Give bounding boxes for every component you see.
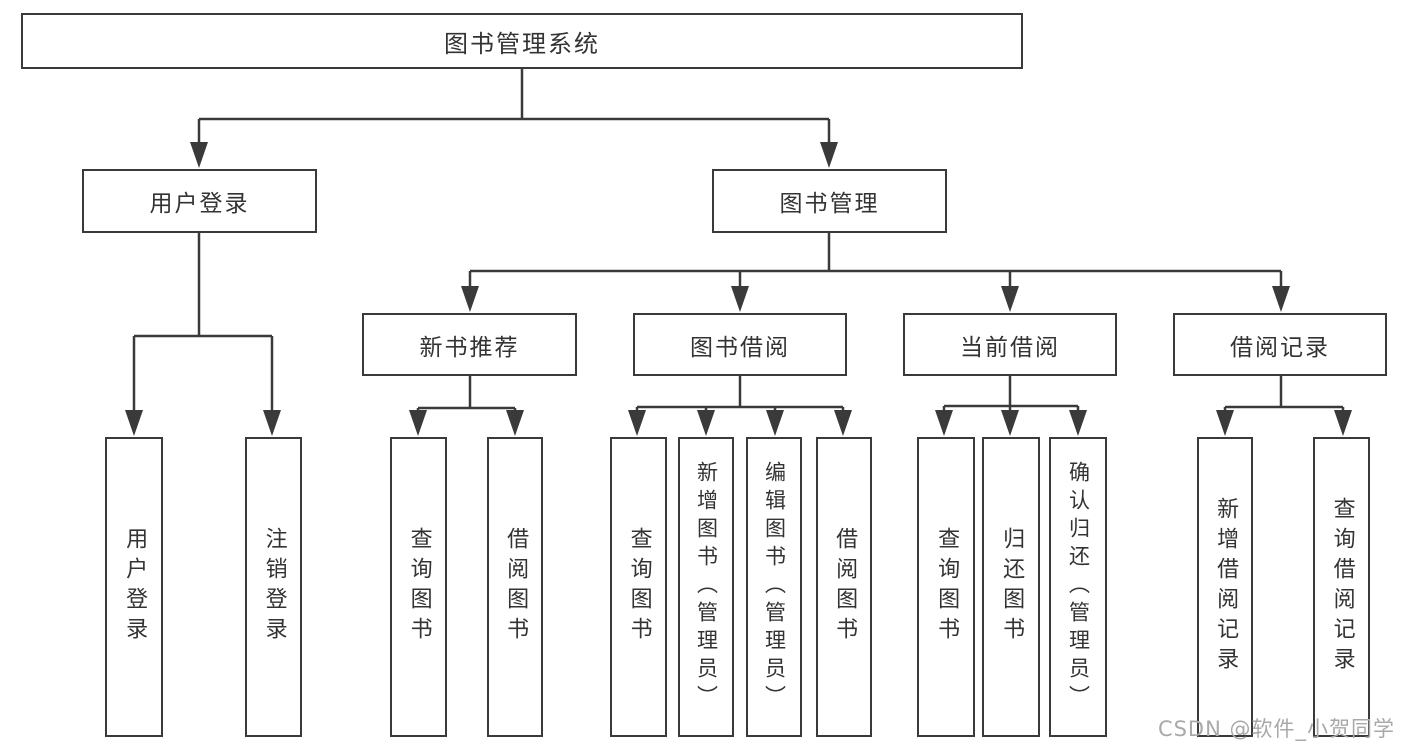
leaf-query-borrow-record: 查询借阅记录 [1313,437,1370,737]
leaf-confirm-return-admin: 确认归还（管理员） [1049,437,1107,737]
csdn-watermark: CSDN @软件_小贺同学 [1157,717,1395,741]
leaf-label: 编辑图书（管理员） [762,461,787,713]
leaf-label: 查询借阅记录 [1329,497,1355,677]
leaf-label: 查询图书 [626,527,652,647]
leaf-label: 借阅图书 [503,527,529,647]
leaf-label: 确认归还（管理员） [1066,461,1091,713]
arrow-down-icon [461,286,479,312]
node-root-label: 图书管理系统 [444,29,600,58]
arrow-down-icon [1216,410,1234,436]
leaf-add-borrow-record: 新增借阅记录 [1197,437,1253,737]
leaf-label: 用户登录 [122,527,148,647]
node-current-borrowing: 当前借阅 [903,313,1117,376]
arrow-down-icon [731,286,749,312]
node-book-borrowing: 图书借阅 [633,313,847,376]
arrow-down-icon [1272,286,1290,312]
arrow-down-icon [628,410,646,436]
arrow-down-icon [834,410,852,436]
node-label: 新书推荐 [419,334,520,361]
arrow-down-icon [697,410,715,436]
arrow-down-icon [1069,410,1087,436]
arrow-down-icon [1001,286,1019,312]
leaf-borrow-books-2: 借阅图书 [816,437,872,737]
leaf-borrow-books-1: 借阅图书 [487,437,543,737]
connector-book-borrow-to-leaves [635,376,845,414]
leaf-add-books-admin: 新增图书（管理员） [678,437,734,737]
node-label: 图书管理 [779,191,880,217]
leaf-logout: 注销登录 [245,437,302,737]
arrow-down-icon [1001,410,1019,436]
connector-borrow-records-to-leaves [1223,376,1345,414]
arrow-down-icon [766,410,784,436]
node-label: 图书借阅 [690,334,790,361]
arrow-down-icon [820,142,838,168]
arrow-down-icon [263,410,281,436]
leaf-edit-books-admin: 编辑图书（管理员） [746,437,802,737]
leaf-label: 查询图书 [406,527,432,647]
leaf-query-books-2: 查询图书 [610,437,667,737]
leaf-query-books-1: 查询图书 [390,437,447,737]
arrow-down-icon [506,410,524,436]
leaf-query-books-3: 查询图书 [917,437,975,737]
connector-book-mgmt-to-sections [468,233,1283,290]
arrow-down-icon [125,410,143,436]
node-label: 借阅记录 [1230,334,1330,361]
connector-new-books-to-leaves [416,376,517,414]
connector-user-login-to-leaves [132,233,274,414]
leaf-label: 注销登录 [261,527,287,647]
node-book-management: 图书管理 [712,169,947,233]
node-user-login: 用户登录 [82,169,317,233]
leaf-label: 新增图书（管理员） [694,461,719,713]
arrow-down-icon [190,142,208,168]
leaf-user-login: 用户登录 [105,437,163,737]
node-label: 用户登录 [149,191,250,217]
arrow-down-icon [935,410,953,436]
node-borrowing-records: 借阅记录 [1173,313,1387,376]
node-label: 当前借阅 [960,334,1060,361]
connector-current-borrow-to-leaves [942,376,1080,414]
leaf-label: 新增借阅记录 [1213,497,1239,677]
leaf-label: 查询图书 [934,527,960,647]
leaf-label: 借阅图书 [832,527,858,647]
leaf-label: 归还图书 [999,527,1025,647]
node-root-system: 图书管理系统 [21,13,1023,69]
connector-root-to-branches [197,69,831,144]
node-new-book-recommend: 新书推荐 [362,313,577,376]
arrow-down-icon [1334,410,1352,436]
arrow-down-icon [409,410,427,436]
leaf-return-books: 归还图书 [982,437,1040,737]
